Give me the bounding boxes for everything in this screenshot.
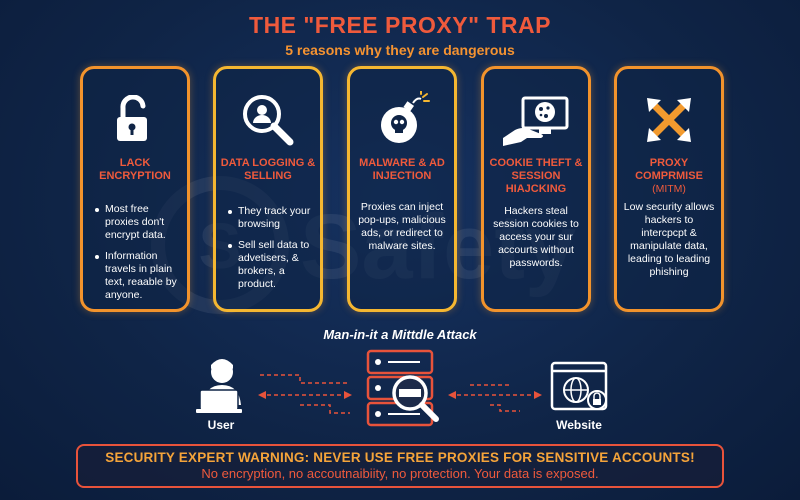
card-title: PROXY COMPRMISE [635,157,703,182]
bullet-item: Information travels in plain text, reaab… [93,250,185,302]
user-icon [196,359,242,413]
card-lack-encryption: LACK ENCRYPTION Most free proxies don't … [80,66,190,312]
magnifier-user-icon [243,95,294,146]
mitm-diagram [196,349,608,427]
crossed-arrows-icon [647,98,691,142]
bullet-item: They track your browsing [226,205,318,231]
card-title: LACK ENCRYPTION [99,157,171,182]
user-label: User [207,418,235,432]
card-text: Low security allows hackers to intercpcp… [623,201,715,278]
right-connection [450,384,540,412]
website-icon [550,361,608,411]
warning-headline: SECURITY EXPERT WARNING: NEVER USE FREE … [105,450,695,465]
page-title: THE "FREE PROXY" TRAP [249,12,551,38]
left-connection [260,374,350,414]
card-cookie-theft: COOKIE THEFT & SESSION HIAJCKING Hackers… [481,66,591,312]
card-proxy-compromise: PROXY COMPRMISE (MITM) Low security allo… [614,66,724,312]
card-subtitle: (MITM) [652,183,686,195]
card-malware-injection: MALWARE & AD INJECTION Proxies can injec… [347,66,457,312]
website-label: Website [556,418,602,432]
bullet-item: Sell sell data to advetisers, & brokers,… [226,239,318,291]
bullet-list: Most free proxies don't encrypt data. In… [93,203,185,310]
skull-bomb-icon [381,91,430,143]
card-title: COOKIE THEFT & SESSION HIAJCKING [489,157,583,195]
card-title: MALWARE & AD INJECTION [359,157,445,182]
warning-detail: No encryption, no accoutnaibiity, no pro… [201,466,599,481]
magnifier-icon [392,375,439,422]
unlocked-padlock-icon [117,95,147,141]
bullet-list: They track your browsing Sell sell data … [226,205,318,299]
bullet-item: Most free proxies don't encrypt data. [93,203,185,242]
card-title: DATA LOGGING & SELLING [220,157,316,182]
warning-banner: SECURITY EXPERT WARNING: NEVER USE FREE … [76,444,724,488]
card-text: Proxies can inject pop-ups, malicious ad… [358,201,446,252]
card-text: Hackers steal session cookies to access … [493,205,579,269]
card-data-logging: DATA LOGGING & SELLING They track your b… [213,66,323,312]
page-subtitle: 5 reasons why they are dangerous [285,42,515,58]
hand-cookie-monitor-icon [503,96,569,146]
mitm-title: Man-in-it a Mittdle Attack [323,327,477,342]
